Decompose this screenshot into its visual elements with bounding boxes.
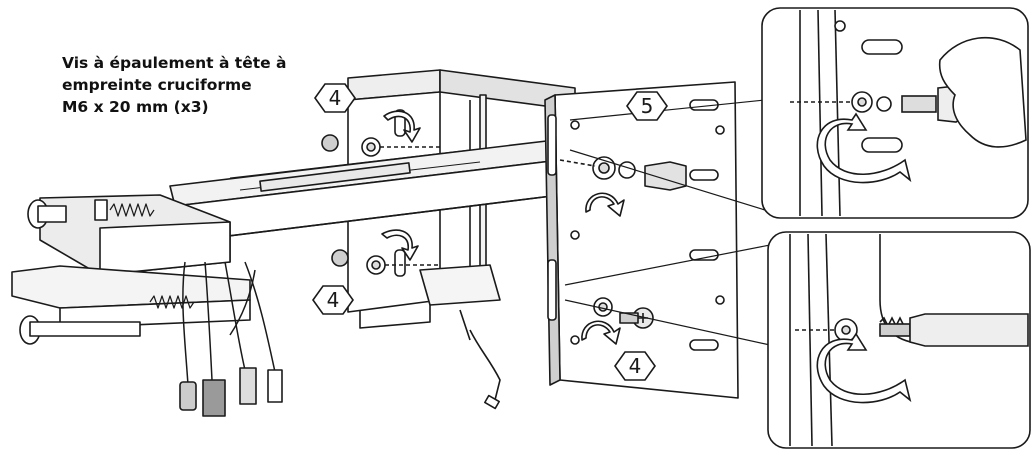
step-callout-4-top: 4 (314, 83, 356, 113)
clamp-assembly (11, 194, 283, 417)
callout-leaders (564, 99, 771, 346)
arrow-rotate-icon (581, 320, 621, 345)
bolt-icon (644, 161, 687, 191)
step-number: 4 (327, 288, 340, 312)
step-number: 4 (329, 86, 342, 110)
caption-line-3: M6 x 20 mm (x3) (62, 98, 209, 116)
step-callouts: 4 4 5 4 (312, 83, 668, 381)
washer-icon (618, 161, 636, 179)
arrow-rotate-icon (816, 112, 912, 184)
step-callout-4-left: 4 (312, 285, 354, 315)
step-number: 4 (629, 354, 642, 378)
step-callout-4-right: 4 (614, 351, 656, 381)
mounting-plate (544, 81, 739, 399)
arrow-rotate-icon (383, 110, 421, 143)
bolt-icon (901, 95, 937, 113)
arrow-rotate-icon (816, 332, 912, 404)
inset-bolt-detail (761, 7, 1029, 219)
caption-line-1: Vis à épaulement à tête à (62, 54, 287, 72)
rear-bracket (347, 69, 576, 410)
hand-icon (938, 36, 1027, 148)
arrow-rotate-icon (381, 229, 419, 261)
inset-screw-detail (767, 231, 1031, 449)
step-callout-5: 5 (626, 91, 668, 121)
screwdriver-icon (909, 313, 1029, 347)
step-number: 5 (641, 94, 654, 118)
washer-icon (876, 96, 892, 112)
bolt-icon (331, 249, 349, 267)
screw-caption: Vis à épaulement à tête à empreinte cruc… (62, 52, 362, 118)
caption-line-2: empreinte cruciforme (62, 76, 252, 94)
arrow-rotate-icon (585, 192, 625, 217)
rotation-arrows (381, 110, 625, 345)
bolt-icon (321, 134, 339, 152)
screw-icon (879, 323, 911, 337)
